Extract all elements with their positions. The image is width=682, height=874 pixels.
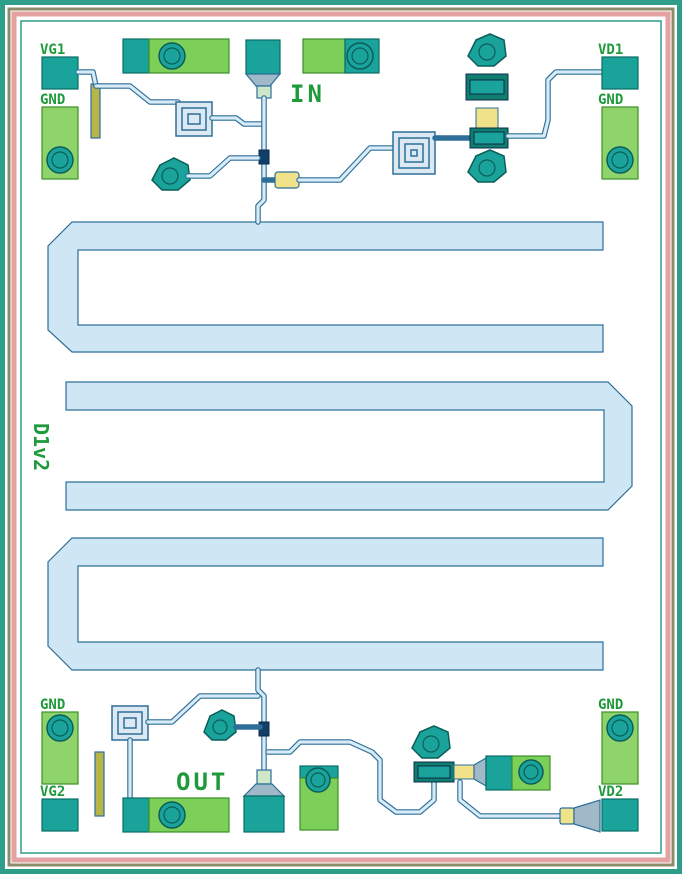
meander-line-2 (65, 381, 633, 511)
gnd-top-right-via (606, 146, 634, 174)
bias-via-left-top[interactable] (151, 157, 191, 191)
in-taper (244, 73, 282, 87)
gnd-top-left-via-ring (51, 151, 69, 169)
r1-via (158, 42, 186, 70)
vd1-cap-top-inner (469, 79, 505, 95)
vg2-label: VG2 (40, 784, 65, 800)
bias-via-left-bottom[interactable] (203, 709, 237, 741)
vd2-pad-teal[interactable] (485, 755, 513, 791)
gnd-top-right-label: GND (598, 92, 623, 108)
vg1-pad[interactable] (41, 56, 79, 90)
r2-via (346, 42, 374, 70)
vd1-cap-mid (475, 107, 499, 129)
via-left-trace (185, 155, 261, 179)
r1-pad-teal[interactable] (122, 38, 150, 74)
out-label: OUT (176, 768, 228, 796)
r3-pad-teal[interactable] (122, 797, 150, 833)
vd2-via-top[interactable] (411, 725, 451, 759)
r4-via (305, 767, 331, 793)
vd2-cap-via (518, 759, 544, 785)
spiral-inductor-1 (175, 101, 213, 137)
vd2-pad[interactable] (601, 798, 639, 832)
r3-via (158, 801, 186, 829)
in-pad[interactable] (245, 39, 281, 75)
vg2-pad[interactable] (41, 798, 79, 832)
out-transition (256, 769, 272, 785)
chip-id-label: D1v2 (29, 423, 53, 471)
mid-trace-2 (296, 145, 399, 183)
gnd-bottom-right-label: GND (598, 697, 623, 713)
spiral-inductor-2 (392, 131, 436, 175)
out-taper (242, 783, 286, 797)
gnd-bottom-right-via (606, 714, 634, 742)
r2-pad-green[interactable] (302, 38, 346, 74)
vg1-bypass-cap (90, 83, 101, 139)
series-cap-1 (274, 171, 300, 189)
vd2-taper (473, 756, 487, 788)
vd1-via-bottom[interactable] (467, 149, 507, 183)
inductor-3-trace (145, 693, 261, 725)
vd2-series-cap (559, 807, 575, 825)
in-label: IN (290, 80, 325, 108)
vg1-label: VG1 (40, 42, 65, 58)
meander-line-1 (47, 221, 604, 353)
vd1-via-top[interactable] (467, 33, 507, 67)
vd1-label: VD1 (598, 42, 623, 58)
vd2-label: VD2 (598, 784, 623, 800)
spiral-inductor-3 (111, 705, 149, 741)
vd1-pad[interactable] (601, 56, 639, 90)
output-bias-trace (265, 739, 437, 815)
vg1-feed-trace (93, 83, 181, 105)
vg2-bypass-cap (94, 751, 105, 817)
meander-line-3 (47, 537, 604, 671)
gnd-bottom-left-via (46, 714, 74, 742)
vd2-cap-yellow (453, 764, 475, 780)
vd1-trace (505, 69, 605, 139)
gnd-bottom-left-label: GND (40, 697, 65, 713)
gnd-top-left-via (46, 146, 74, 174)
vd2-taper-2 (573, 799, 601, 833)
out-pad[interactable] (243, 795, 285, 833)
gnd-top-left-label: GND (40, 92, 65, 108)
